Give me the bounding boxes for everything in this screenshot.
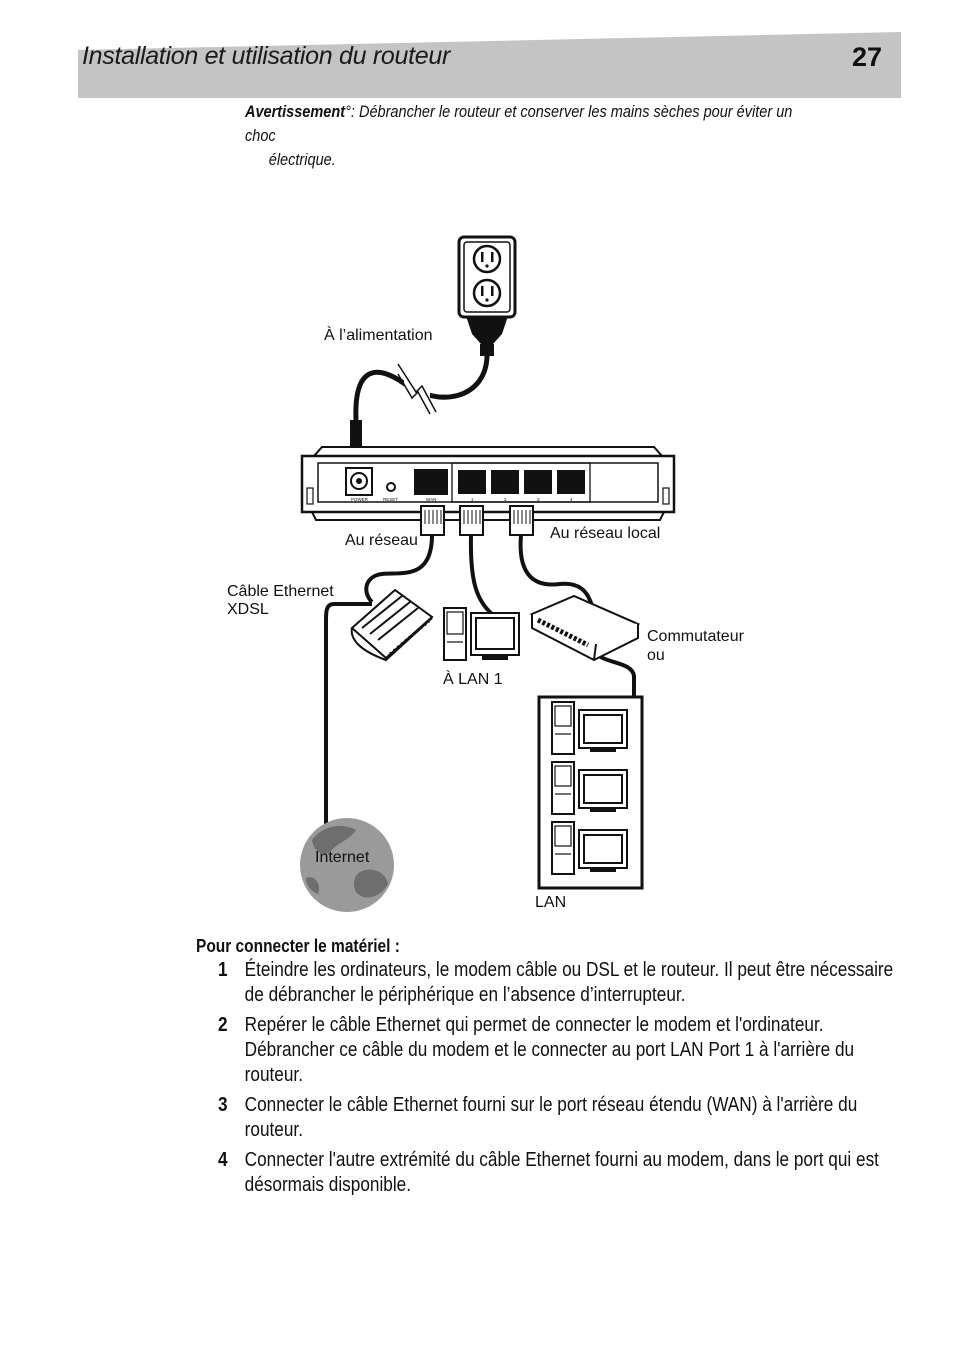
cable-break-icon	[397, 363, 437, 415]
step-number: 2	[218, 1014, 228, 1036]
cable-lan-to-switch	[518, 534, 594, 607]
router-port-label-2: 2	[504, 497, 507, 502]
rj45-plug-lan1-icon	[459, 505, 484, 536]
page-number: 27	[852, 42, 883, 72]
step-number: 3	[218, 1094, 228, 1116]
lan-computers-group	[537, 695, 644, 890]
instruction-steps: 1 Éteindre les ordinateurs, le modem câb…	[218, 958, 897, 1203]
rj45-plug-wan-icon	[420, 505, 445, 536]
internet-globe-icon	[300, 818, 394, 912]
cable-modem-to-internet	[324, 602, 372, 835]
router-port-label-3: 3	[537, 497, 540, 502]
router-back-panel: POWER RESET WAN 1 2 3 4	[300, 446, 676, 521]
lan-computer-icon	[551, 701, 628, 755]
instruction-step: 3 Connecter le câble Ethernet fourni sur…	[218, 1093, 897, 1143]
wall-outlet-icon	[457, 235, 517, 319]
instruction-step: 2 Repérer le câble Ethernet qui permet d…	[218, 1013, 897, 1088]
router-port-label-4: 4	[570, 497, 573, 502]
label-cable-line1: Câble Ethernet	[227, 583, 334, 600]
instructions-heading: Pour connecter le matériel :	[196, 936, 400, 956]
header-band	[78, 32, 901, 98]
warning-note: Avertissement°: Débrancher le routeur et…	[245, 100, 808, 172]
instruction-step: 1 Éteindre les ordinateurs, le modem câb…	[218, 958, 897, 1008]
lan1-computer-icon	[443, 607, 520, 661]
router-port-label-reset: RESET	[383, 497, 398, 502]
modem-icon	[350, 588, 434, 662]
router-port-label-power: POWER	[351, 497, 369, 502]
warning-label: Avertissement	[245, 103, 346, 121]
label-network: Au réseau	[345, 532, 418, 549]
router-port-label-1: 1	[471, 497, 474, 502]
label-lan: LAN	[535, 894, 567, 911]
warning-text-line2: électrique.	[268, 151, 336, 169]
step-number: 4	[218, 1149, 228, 1171]
switch-icon	[529, 594, 641, 662]
cable-wan-to-modem	[364, 534, 434, 604]
instruction-step: 4 Connecter l'autre extrémité du câble E…	[218, 1148, 897, 1198]
label-switch-line1: Commutateur	[647, 628, 744, 645]
label-power: À l’alimentation	[324, 327, 433, 344]
cable-lan1-to-pc	[468, 534, 494, 616]
power-plug-icon	[466, 316, 508, 356]
label-internet: Internet	[315, 849, 370, 866]
step-text: Éteindre les ordinateurs, le modem câble…	[244, 959, 894, 1006]
page-header-title: Installation et utilisation du routeur	[82, 42, 450, 70]
label-lan1: À LAN 1	[443, 671, 503, 688]
step-text: Connecter le câble Ethernet fourni sur l…	[244, 1094, 858, 1141]
step-text: Repérer le câble Ethernet qui permet de …	[244, 1014, 855, 1086]
label-switch-line2: ou	[647, 647, 665, 664]
step-number: 1	[218, 959, 228, 981]
label-local-network: Au réseau local	[550, 525, 661, 542]
router-port-label-wan: WAN	[426, 497, 436, 502]
label-cable-line2: XDSL	[227, 601, 269, 618]
connection-diagram: POWER RESET WAN 1 2 3 4	[300, 235, 676, 912]
step-text: Connecter l'autre extrémité du câble Eth…	[244, 1149, 879, 1196]
lan-computer-icon	[551, 761, 628, 815]
lan-computer-icon	[551, 821, 628, 875]
warning-text-line1: °: Débrancher le routeur et conserver le…	[245, 103, 793, 145]
rj45-plug-lan-icon	[509, 505, 534, 536]
